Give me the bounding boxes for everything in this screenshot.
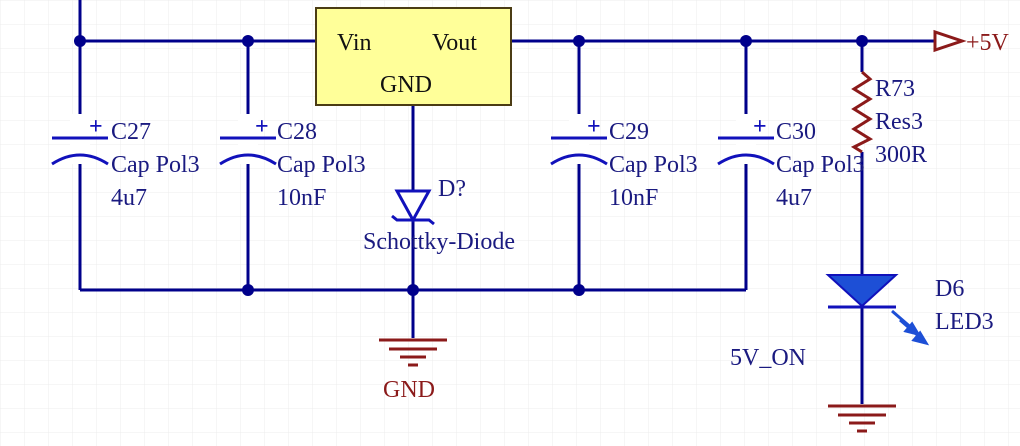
regulator-vin-pin-label: Vin xyxy=(337,30,372,56)
polarity-plus-icon: + xyxy=(587,114,601,140)
schottky-bar-icon xyxy=(391,214,435,226)
power-port-arrow-icon xyxy=(933,29,967,53)
ground-label: GND xyxy=(383,377,435,403)
led-light-arrows-icon xyxy=(891,309,930,346)
led-designator: D6 xyxy=(935,276,964,302)
diode-type: Schottky-Diode xyxy=(363,229,515,255)
junction-dot xyxy=(242,35,254,47)
junction-dot xyxy=(740,35,752,47)
junction-dot xyxy=(856,35,868,47)
ground-icon xyxy=(828,404,896,433)
power-port-label: +5V xyxy=(966,30,1010,56)
capacitor-curved-plate-icon xyxy=(550,153,608,166)
ground-symbol-led[interactable] xyxy=(828,404,896,433)
ground-symbol-main[interactable]: GND xyxy=(379,338,447,403)
resistor-type: Res3 xyxy=(875,109,923,135)
capacitor-value: 4u7 xyxy=(111,185,147,211)
capacitor-value: 10nF xyxy=(609,185,658,211)
capacitor-curved-plate-icon xyxy=(717,153,775,166)
capacitor-c27[interactable]: + C27 Cap Pol3 4u7 xyxy=(51,114,200,211)
capacitor-type: Cap Pol3 xyxy=(609,152,698,178)
capacitor-curved-plate-icon xyxy=(51,153,109,166)
diode-triangle-icon xyxy=(394,189,432,224)
capacitor-value: 10nF xyxy=(277,185,326,211)
junction-dot xyxy=(407,284,419,296)
power-port-5v[interactable]: +5V xyxy=(933,29,1010,56)
regulator-gnd-pin-label: GND xyxy=(380,72,432,98)
capacitor-type: Cap Pol3 xyxy=(111,152,200,178)
diode-designator: D? xyxy=(438,176,466,202)
polarity-plus-icon: + xyxy=(255,114,269,140)
junction-dot xyxy=(242,284,254,296)
capacitor-c30[interactable]: + C30 Cap Pol3 4u7 xyxy=(717,114,865,211)
capacitor-designator: C27 xyxy=(111,119,151,145)
net-label-5v-on: 5V_ON xyxy=(730,345,806,371)
capacitor-value: 4u7 xyxy=(776,185,812,211)
capacitor-type: Cap Pol3 xyxy=(776,152,865,178)
capacitor-c28[interactable]: + C28 Cap Pol3 10nF xyxy=(219,114,366,211)
capacitor-type: Cap Pol3 xyxy=(277,152,366,178)
resistor-zigzag-icon xyxy=(850,70,874,154)
capacitor-designator: C28 xyxy=(277,119,317,145)
polarity-plus-icon: + xyxy=(89,114,103,140)
resistor-value: 300R xyxy=(875,142,927,168)
junctions xyxy=(74,35,868,296)
capacitor-curved-plate-icon xyxy=(219,153,277,166)
ground-icon xyxy=(379,338,447,367)
regulator-vout-pin-label: Vout xyxy=(432,30,477,56)
schottky-diode[interactable]: D? Schottky-Diode xyxy=(363,176,515,255)
voltage-regulator[interactable]: Vin Vout GND xyxy=(315,7,512,106)
capacitor-designator: C30 xyxy=(776,119,816,145)
capacitor-c29[interactable]: + C29 Cap Pol3 10nF xyxy=(550,114,698,211)
regulator-body[interactable] xyxy=(315,7,512,106)
junction-dot xyxy=(74,35,86,47)
junction-dot xyxy=(573,284,585,296)
resistor-r73[interactable]: R73 Res3 300R xyxy=(850,70,927,168)
led-d6[interactable]: D6 LED3 5V_ON xyxy=(730,274,994,371)
polarity-plus-icon: + xyxy=(753,114,767,140)
led-triangle-icon xyxy=(825,274,899,308)
resistor-designator: R73 xyxy=(875,76,915,102)
junction-dot xyxy=(573,35,585,47)
led-type: LED3 xyxy=(935,309,994,335)
capacitor-designator: C29 xyxy=(609,119,649,145)
